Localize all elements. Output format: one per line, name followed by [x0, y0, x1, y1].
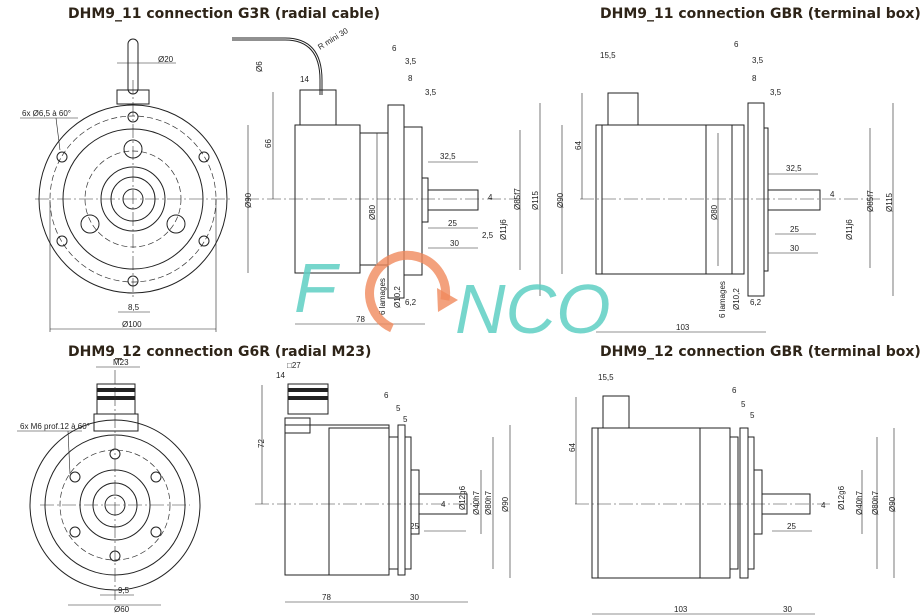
dim-key: 9,5: [118, 586, 130, 595]
dim-80: Ø80: [710, 204, 719, 220]
dim-5-b: 5: [750, 411, 755, 420]
circular-arrow-icon: [365, 250, 451, 333]
dim-3-5-a: 3,5: [405, 57, 417, 66]
dim-shaft-12g6: Ø12g6: [837, 485, 846, 510]
dim-mounting-holes: 6x Ø6,5 à 60°: [22, 109, 71, 118]
dim-6: 6: [734, 40, 739, 49]
dim-key: 8,5: [128, 303, 140, 312]
dim-6-2: 6,2: [750, 298, 762, 307]
dim-103: 103: [674, 605, 688, 614]
title-dhm9-12-gbr: DHM9_12 connection GBR (terminal box): [600, 344, 920, 360]
dim-80h7: Ø80h7: [871, 490, 880, 515]
dim-square-27: □27: [287, 361, 301, 370]
dim-85f7: Ø85f7: [513, 188, 522, 210]
dim-25: 25: [790, 225, 799, 234]
dim-115: Ø115: [531, 190, 540, 210]
g6r-side-view: [255, 383, 511, 603]
dim-key-4: 4: [488, 193, 493, 202]
dim-25: 25: [448, 219, 457, 228]
dim-14: 14: [276, 371, 285, 380]
dim-5-a: 5: [741, 400, 746, 409]
dim-lamages: 6 lamages: [718, 281, 727, 318]
dim-25: 25: [410, 522, 419, 531]
dim-3-5-a: 3,5: [752, 56, 764, 65]
dim-85f7: Ø85f7: [866, 190, 875, 212]
dim-90: Ø90: [888, 496, 897, 512]
dim-8: 8: [408, 74, 413, 83]
dim-body-diameter: Ø90: [244, 192, 253, 208]
dim-lamages: 6 lamages: [378, 278, 387, 315]
dim-key-4: 4: [830, 190, 835, 199]
dim-height-64: 64: [568, 443, 577, 452]
dim-115: Ø115: [885, 192, 894, 212]
watermark-letter-f: F: [294, 249, 341, 327]
dim-8: 8: [752, 74, 757, 83]
dim-bend-radius: R mini 30: [316, 26, 350, 52]
dim-103: 103: [676, 323, 690, 332]
dim-30: 30: [790, 244, 799, 253]
arrow-head-icon: [437, 288, 458, 312]
dim-6: 6: [732, 386, 737, 395]
dim-40h7: Ø40h7: [855, 490, 864, 515]
g3r-front-view: [20, 38, 232, 332]
dim-5-a: 5: [396, 404, 401, 413]
dim-box-offset: 15,5: [600, 51, 616, 60]
dim-connector: M23: [113, 358, 129, 367]
dim-6-2: 6,2: [405, 298, 417, 307]
dim-cable-diameter: Ø20: [158, 55, 174, 64]
dim-3-5-b: 3,5: [770, 88, 782, 97]
dim-30: 30: [410, 593, 419, 602]
dim-shaft: Ø11j6: [845, 219, 854, 240]
dim-32-5: 32,5: [440, 152, 456, 161]
dim-10-2: Ø10,2: [732, 288, 741, 310]
dim-25: 25: [787, 522, 796, 531]
dim-diameter: Ø60: [114, 605, 130, 614]
dim-6: 6: [384, 391, 389, 400]
dim-30: 30: [783, 605, 792, 614]
dim-height-66: 66: [264, 139, 273, 148]
dim-3-5-b: 3,5: [425, 88, 437, 97]
dim-78: 78: [322, 593, 331, 602]
dim-height-64: 64: [574, 141, 583, 150]
gbr11-side-view: [561, 92, 894, 333]
dim-5-b: 5: [403, 415, 408, 424]
dim-box-offset: 15,5: [598, 373, 614, 382]
dim-6: 6: [392, 44, 397, 53]
dim-80h7: Ø80h7: [484, 490, 493, 515]
dim-gland: 14: [300, 75, 309, 84]
dim-90: Ø90: [501, 496, 510, 512]
fenco-watermark-logo: F NCO: [294, 249, 611, 348]
title-dhm9-11-g3r: DHM9_11 connection G3R (radial cable): [68, 6, 380, 22]
title-dhm9-11-gbr: DHM9_11 connection GBR (terminal box): [600, 6, 920, 22]
dim-2-5: 2,5: [482, 231, 494, 240]
dim-10-2: Ø10,2: [393, 286, 402, 308]
dim-height-72: 72: [257, 439, 266, 448]
title-dhm9-12-g6r: DHM9_12 connection G6R (radial M23): [68, 344, 371, 360]
dim-40h7: Ø40h7: [472, 490, 481, 515]
dim-diameter: Ø100: [122, 320, 142, 329]
dim-30: 30: [450, 239, 459, 248]
dim-shaft-12g6: Ø12g6: [458, 485, 467, 510]
dim-78: 78: [356, 315, 365, 324]
dim-32-5: 32,5: [786, 164, 802, 173]
dim-key-4: 4: [441, 500, 446, 509]
g3r-side-view: [232, 37, 541, 325]
dim-cable: Ø6: [255, 61, 264, 72]
gbr12-side-view: [575, 395, 895, 615]
g6r-front-view: [17, 366, 201, 606]
dim-80: Ø80: [368, 204, 377, 220]
dim-body-diameter: Ø90: [556, 192, 565, 208]
dim-mounting-holes: 6x M6 prof.12 à 60°: [20, 422, 90, 431]
watermark-letters-nco: NCO: [455, 270, 611, 348]
dim-shaft: Ø11j6: [499, 219, 508, 240]
dim-key-4: 4: [821, 501, 826, 510]
